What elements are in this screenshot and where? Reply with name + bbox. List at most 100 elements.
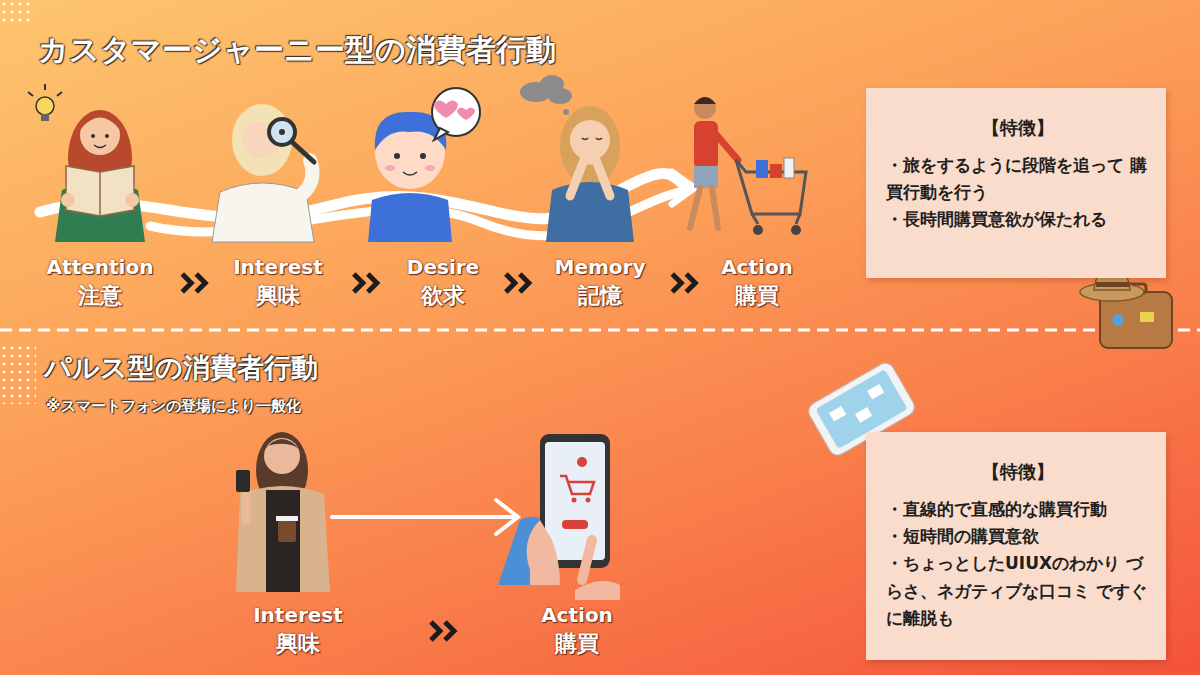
phone-in-hand-part [582, 540, 592, 580]
action-person [690, 97, 806, 235]
lightbulb-icon-part [28, 92, 33, 96]
stage-label: Interest興味 [249, 600, 347, 662]
desire-person-part [434, 101, 458, 119]
stage-name-ja: 興味 [253, 628, 343, 660]
panel-heading: 【特徴】 [886, 460, 1150, 484]
stage-chevron [157, 274, 229, 292]
stage-name: Desire [407, 254, 479, 280]
interest-person-part [269, 119, 295, 145]
memory-person-part [546, 182, 634, 242]
phone-in-hand-part [575, 581, 620, 600]
stage-label: Memory記憶 [551, 252, 650, 314]
pulse-person-part [266, 490, 300, 592]
travel-hat-suitcase [1080, 268, 1172, 348]
stage-name-ja: 記憶 [555, 280, 646, 312]
dot-grid-part [2, 342, 36, 404]
interest-person [212, 104, 314, 242]
stage-label: Attention注意 [43, 252, 158, 314]
stage-name-ja: 購買 [541, 628, 613, 660]
bullet-text: ・短時間の購買意欲 [886, 523, 1150, 550]
action-person-part [753, 225, 763, 235]
phone-in-hand-part [560, 476, 594, 494]
bullet-text: ・長時間購買意欲が保たれる [886, 206, 1150, 233]
action-person-part [694, 121, 718, 169]
action-person-part [756, 160, 768, 178]
small-phone-part [855, 407, 872, 423]
action-person-part [694, 97, 716, 104]
small-phone-part [829, 406, 846, 422]
stage-chevron [327, 274, 403, 292]
desire-person-part [368, 193, 452, 242]
attention-person-part [91, 134, 95, 138]
stage-name-ja: 注意 [47, 280, 154, 312]
flow-arrow-part [332, 515, 516, 519]
feature-panel: 【特徴】・直線的で直感的な購買行動・短時間の購買意欲・ちょっとしたUIUXのわか… [866, 432, 1166, 660]
stage-name: Interest [233, 254, 323, 280]
flow-arrow-part [496, 500, 518, 534]
phone-in-hand-part [527, 520, 560, 585]
travel-hat-suitcase-part [1112, 314, 1124, 326]
phone-in-hand-part [586, 498, 591, 503]
phone-in-hand-part [572, 498, 577, 503]
pulse-person-part [264, 438, 300, 474]
section-heading: パルス型の消費者行動 [44, 350, 318, 386]
attention-person [55, 110, 145, 242]
stage-name: Memory [555, 254, 646, 280]
pulse-person-part [242, 488, 251, 520]
memory-person-part [570, 120, 610, 160]
diagram-title: カスタマージャーニー型の消費者行動 [38, 30, 556, 71]
bullet-text: ・旅をするように段階を追って 購買行動を行う [886, 152, 1150, 206]
stage-chevron [483, 274, 550, 292]
desire-person-part [385, 165, 395, 171]
pulse-person-part [236, 470, 250, 492]
attention-person-part [99, 172, 101, 216]
stage-label: Desire欲求 [403, 252, 483, 314]
memory-person-part [563, 109, 569, 115]
desire-person-part [457, 108, 475, 121]
attention-person-part [125, 193, 139, 207]
desire-person-part [420, 153, 426, 159]
interest-person-part [292, 142, 314, 162]
stage-name: Interest [253, 602, 343, 628]
phone-in-hand [498, 434, 620, 600]
action-person-part [690, 188, 700, 228]
lightbulb-icon [28, 84, 62, 121]
action-person-part [712, 188, 718, 228]
travel-hat-suitcase-part [1140, 312, 1154, 322]
bullet-text: ・直線的で直感的な購買行動 [886, 496, 1150, 523]
stage-name: Action [721, 254, 793, 280]
note-text: ※スマートフォンの登場により一般化 [46, 397, 301, 416]
journey-waves-part [672, 172, 694, 204]
action-person-part [770, 164, 782, 178]
action-person-part [784, 158, 794, 178]
phone-in-hand-part [577, 457, 587, 467]
stage-label: Action購買 [537, 600, 617, 662]
desire-person [368, 88, 480, 242]
lightbulb-icon-part [41, 114, 49, 121]
attention-person-part [61, 193, 75, 207]
feature-panel: 【特徴】・旅をするように段階を追って 購買行動を行う・長時間購買意欲が保たれる [866, 88, 1166, 278]
travel-hat-suitcase-part [1080, 283, 1144, 301]
pulse-person-part [278, 520, 296, 542]
desire-person-part [434, 128, 448, 140]
attention-person-part [80, 112, 120, 130]
stage-name-ja: 欲求 [407, 280, 479, 312]
pulse-person-part [236, 486, 330, 592]
stage-name: Action [541, 602, 613, 628]
desire-person-part [403, 172, 417, 175]
attention-person-part [105, 134, 109, 138]
flow-arrow [332, 500, 518, 534]
pulse-person-part [264, 439, 300, 450]
action-person-part [736, 160, 806, 214]
memory-person-part [548, 88, 572, 104]
interest-person-part [279, 129, 285, 135]
memory-person-part [560, 106, 620, 186]
desire-person-part [425, 165, 435, 171]
interest-person-part [300, 160, 312, 196]
divider-line [0, 329, 1200, 332]
desire-person-part [394, 153, 400, 159]
attention-person-part [66, 166, 134, 216]
panel-heading: 【特徴】 [886, 116, 1150, 140]
stage-chevron [347, 622, 537, 640]
